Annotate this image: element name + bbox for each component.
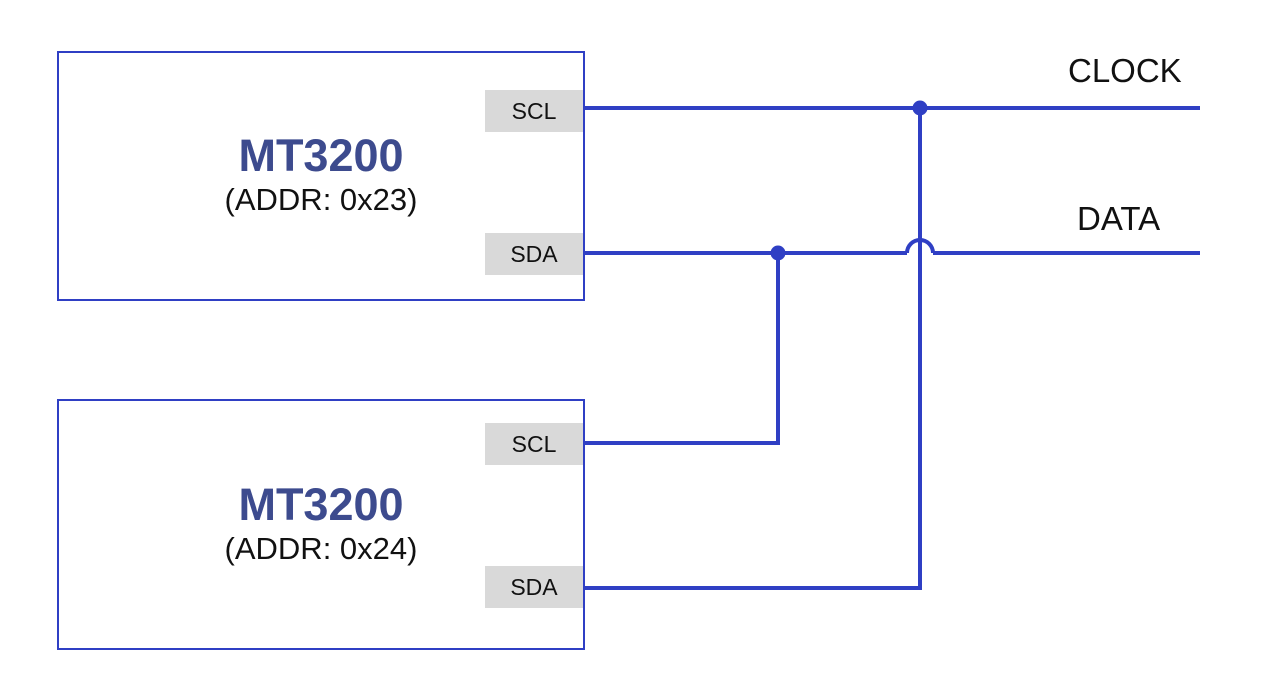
data-junction-dot-icon: [770, 245, 786, 261]
chip-2-pin-sda[interactable]: SDA: [485, 566, 583, 608]
chip-1-pin-sda-label: SDA: [510, 240, 558, 267]
bus-label-data: DATA: [1077, 200, 1161, 237]
chip-1-pin-scl-label: SCL: [511, 97, 557, 124]
chip-1-labels: MT3200 (ADDR: 0x23): [59, 132, 583, 220]
chip-2-pin-sda-label: SDA: [510, 573, 558, 600]
chip-1-pin-scl[interactable]: SCL: [485, 90, 583, 132]
chip-2-subtitle: (ADDR: 0x24): [224, 530, 418, 566]
chip-2-labels: MT3200 (ADDR: 0x24): [59, 478, 583, 569]
clock-junction-dot-icon: [912, 100, 928, 116]
bus-label-clock: CLOCK: [1068, 52, 1182, 89]
chip-2-pin-scl-label: SCL: [511, 430, 557, 457]
chip-1-title: MT3200: [238, 130, 404, 181]
chip-1-subtitle: (ADDR: 0x23): [224, 182, 418, 218]
chip-2-pin-scl[interactable]: SCL: [485, 423, 583, 465]
chip-1-pin-sda[interactable]: SDA: [485, 233, 583, 275]
chip-2-title: MT3200: [238, 478, 404, 530]
